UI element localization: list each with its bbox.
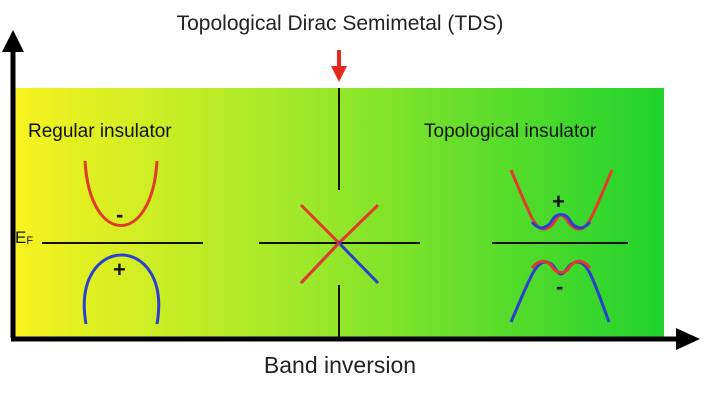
sign-left-conduction: - bbox=[116, 202, 124, 227]
dirac-cone-red-lower bbox=[299, 241, 341, 285]
fermi-level-label: EF bbox=[15, 228, 33, 248]
valence-band-right-red-hump bbox=[530, 259, 592, 274]
x-axis-label: Band inversion bbox=[263, 352, 417, 378]
fermi-level-sub: F bbox=[26, 235, 34, 247]
valence-band-left bbox=[82, 253, 161, 325]
sign-left-valence: + bbox=[113, 257, 126, 282]
tds-marker-arrow bbox=[331, 50, 347, 82]
sign-right-valence: - bbox=[556, 274, 564, 299]
fermi-level-main: E bbox=[15, 228, 27, 247]
x-axis bbox=[11, 328, 700, 350]
y-axis bbox=[2, 30, 24, 338]
conduction-band-left bbox=[83, 160, 159, 227]
regular-insulator-label: Regular insulator bbox=[28, 121, 172, 142]
chart-title: Topological Dirac Semimetal (TDS) bbox=[176, 12, 504, 35]
conduction-band-right-blue-dip bbox=[530, 213, 592, 230]
topological-insulator-label: Topological insulator bbox=[424, 121, 597, 142]
sign-right-conduction: + bbox=[552, 189, 565, 214]
